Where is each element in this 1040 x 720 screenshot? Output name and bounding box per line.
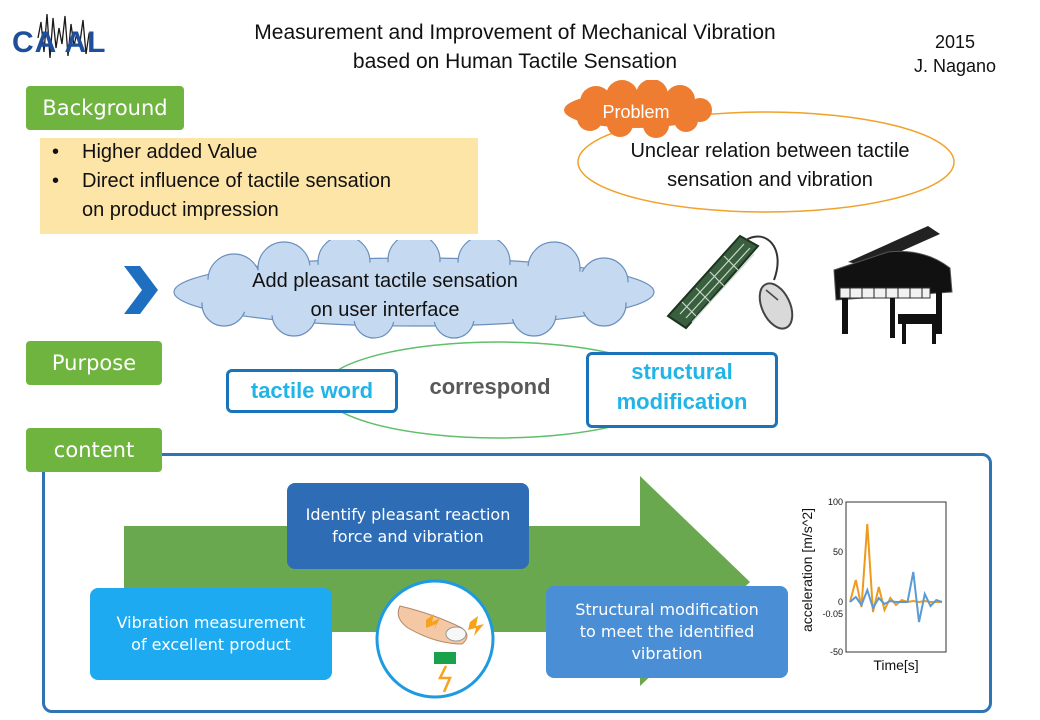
problem-text-line2: sensation and vibration xyxy=(667,169,873,191)
step-identify-pleasant: Identify pleasant reaction force and vib… xyxy=(287,483,529,569)
date-author: 2015 J. Nagano xyxy=(900,30,1010,78)
title-line2: based on Human Tactile Sensation xyxy=(352,50,678,73)
tactile-word-tag: tactile word xyxy=(226,369,398,413)
page-title: Measurement and Improvement of Mechanica… xyxy=(180,18,850,76)
problem-cloud xyxy=(564,80,712,138)
step1-line2: of excellent product xyxy=(131,635,291,654)
problem-ellipse xyxy=(577,111,955,213)
step3-line1: Structural modification xyxy=(575,600,759,619)
spark-icon xyxy=(426,614,440,630)
keyboard-icon xyxy=(666,234,760,330)
logo-text: CA AL xyxy=(12,26,106,59)
problem-text-line1: Unclear relation between tactile xyxy=(630,140,910,162)
cloud-text-line1: Add pleasant tactile sensation xyxy=(252,270,518,292)
finger-touch-icon xyxy=(375,579,495,699)
problem-label: Problem xyxy=(602,102,669,122)
bullet-continuation: on product impression xyxy=(82,199,279,221)
step1-line1: Vibration measurement xyxy=(116,613,306,632)
year: 2015 xyxy=(934,32,976,52)
chart-plot-area xyxy=(845,501,947,653)
step2-line1: Identify pleasant reaction xyxy=(305,505,511,524)
spark-icon xyxy=(468,616,484,636)
purpose-label: Purpose xyxy=(26,341,162,385)
acceleration-chart: acceleration [m/s^2] 100 50 0 -0.05 -50 Time… xyxy=(799,497,947,673)
chart-y-tick-label: 100 xyxy=(828,497,843,507)
chart-y-tick-label: 50 xyxy=(833,547,843,557)
camal-logo: CA AL xyxy=(12,13,106,59)
bullet-item: •Direct influence of tactile sensation xyxy=(52,170,392,192)
keyboard-mouse-icon xyxy=(666,234,794,330)
problem-shapes: Problem xyxy=(564,80,955,213)
step-vibration-measurement: Vibration measurement of excellent produ… xyxy=(90,588,332,680)
chart-y-tick-label: -50 xyxy=(830,647,843,657)
content-label: content xyxy=(26,428,162,472)
chart-series-line-1 xyxy=(849,571,943,623)
bullet-item: •Higher added Value xyxy=(52,141,258,163)
logo-waveform xyxy=(37,13,93,59)
background-box: •Higher added Value •Direct influence of… xyxy=(40,138,478,234)
step2-line2: force and vibration xyxy=(332,527,484,546)
step3-line2: to meet the identified xyxy=(579,622,755,641)
step-structural-modification: Structural modification to meet the iden… xyxy=(546,586,788,678)
cloud-text: Add pleasant tactile sensation on user i… xyxy=(200,267,570,325)
piano-icon xyxy=(833,226,953,344)
structural-modification-tag: structural modification xyxy=(586,352,778,428)
author: J. Nagano xyxy=(913,56,997,76)
mouse-icon xyxy=(758,282,794,330)
chart-xlabel: Time[s] xyxy=(873,657,918,673)
background-label: Background xyxy=(26,86,184,130)
structural-line2: modification xyxy=(616,389,748,414)
chart-y-tick-label: 0 xyxy=(838,597,843,607)
step3-line3: vibration xyxy=(631,644,703,663)
problem-text: Unclear relation between tactile sensati… xyxy=(590,137,950,195)
idea-cloud xyxy=(173,240,655,339)
chevron-right-icon xyxy=(124,266,158,314)
cloud-text-line2: on user interface xyxy=(310,299,460,321)
title-line1: Measurement and Improvement of Mechanica… xyxy=(254,21,776,44)
chart-ylabel: acceleration [m/s^2] xyxy=(799,508,815,632)
structural-line1: structural xyxy=(631,359,733,384)
chart-series-line-0 xyxy=(849,523,942,613)
mouse-cable xyxy=(745,235,779,281)
vibration-zigzag-icon xyxy=(437,665,452,693)
correspond-text: correspond xyxy=(429,374,551,399)
content-frame xyxy=(42,453,992,713)
chart-y-tick-label: -0.05 xyxy=(822,609,843,619)
